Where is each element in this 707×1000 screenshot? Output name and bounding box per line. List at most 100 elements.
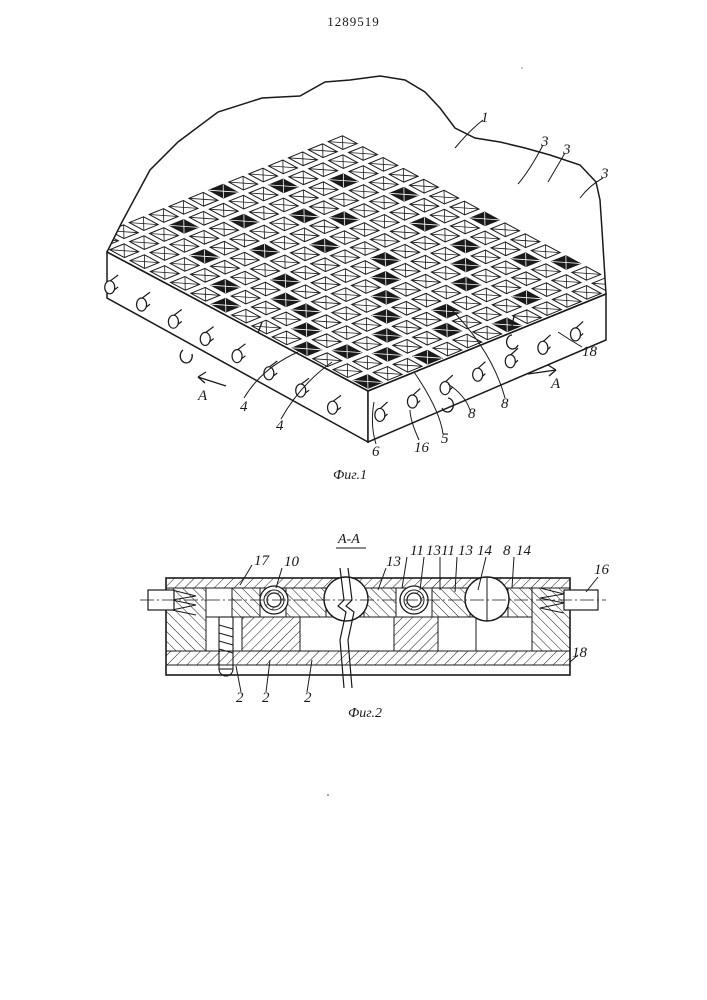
cell-light [491,242,520,256]
cell-dark [371,272,400,286]
cell-light [329,155,358,169]
cell-dark [372,291,401,305]
cell-light [391,244,420,258]
cell-light [431,247,460,261]
cell-light [149,209,178,223]
cell-light [249,206,278,220]
cell-light [210,260,239,274]
cell-dark [230,214,259,228]
cell-dark [372,310,401,324]
cell-light [392,301,421,315]
figure-2-section-view: A-A [140,532,610,721]
pin-end [264,367,274,380]
cell-light [350,223,379,237]
cell-light [413,331,442,345]
cell-dark [470,212,499,226]
callout-18: 18 [582,344,598,360]
cell-light [531,245,560,259]
cell-light [572,267,601,281]
pin-end [440,382,450,395]
cell-light [472,269,501,283]
cell-light [412,312,441,326]
cell-light [351,242,380,256]
callout-3a: 3 [540,134,549,150]
cell-dark [432,304,461,318]
cell-dark [451,258,480,272]
cell-dark [271,274,300,288]
cell-light [392,320,421,334]
cell-light [391,263,420,277]
cell-light [311,258,340,272]
cell-light [289,190,318,204]
callout-8: 8 [503,543,511,559]
callout-17: 17 [254,553,271,569]
cell-dark [329,174,358,188]
cell-light [331,288,360,302]
callout-1: 1 [481,110,489,126]
cell-light [390,225,419,239]
pin-end [137,298,147,311]
cell-light [291,285,320,299]
cell-light [230,233,259,247]
cell-light [390,206,419,220]
cell-light [332,326,361,340]
cell-light [432,285,461,299]
cell-dark [410,217,439,231]
cell-block-2a [242,617,300,651]
shaft-segment-5 [508,588,532,617]
cell-light [430,190,459,204]
pin-end [473,368,483,381]
callout-13a: 13 [386,554,401,570]
cell-light [592,277,621,291]
callout-3c: 3 [600,166,609,182]
cell-light [351,261,380,275]
cell-light [270,217,299,231]
cell-light [290,247,319,261]
cell-light [450,201,479,215]
cell-light [169,201,198,215]
shaft-segment-4 [432,588,470,617]
screw-17 [219,617,233,676]
cell-light [471,250,500,264]
cell-light [170,258,199,272]
rotation-mark-left [180,350,192,363]
cell-light [290,228,319,242]
cell-light [351,280,380,294]
cell-light [370,196,399,210]
shaft-segment-3 [364,588,396,617]
callout-2b: 2 [262,690,270,706]
pin-end [407,395,417,408]
cell-light [251,282,280,296]
callout-16: 16 [594,562,610,578]
cell-light [349,147,378,161]
cell-light [389,168,418,182]
cell-light [409,179,438,193]
top-plate [166,578,570,588]
cell-dark [190,249,219,263]
cell-light [492,299,521,313]
cell-dark [452,277,481,291]
section-title: A-A [337,532,360,547]
cell-light [450,220,479,234]
cell-light [491,223,520,237]
cell-light [411,236,440,250]
cell-light [353,356,382,370]
cell-light [431,228,460,242]
cell-light [369,158,398,172]
cell-light [229,176,258,190]
cell-light [312,296,341,310]
cell-light [349,185,378,199]
cell-light [312,315,341,329]
callout-2c: 2 [304,690,312,706]
cell-light [431,266,460,280]
cell-light [369,177,398,191]
cell-light [250,225,279,239]
cell-light [330,231,359,245]
callout-16: 16 [414,440,430,456]
cell-light [392,282,421,296]
pin-end [375,408,385,421]
cell-dark [169,220,198,234]
cell-dark [209,184,238,198]
callout-13c: 13 [458,543,473,559]
cell-light [472,307,501,321]
